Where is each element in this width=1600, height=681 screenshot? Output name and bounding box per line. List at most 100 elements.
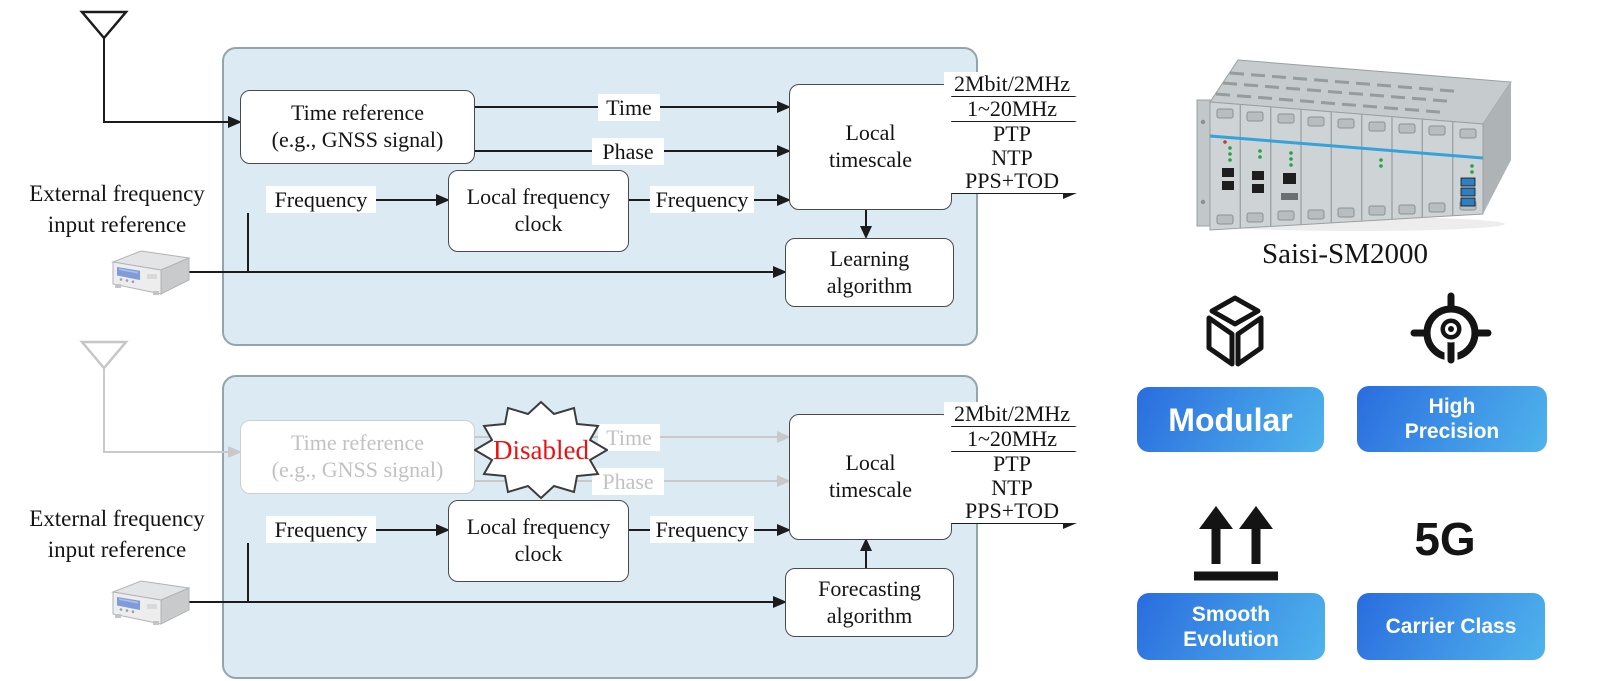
clock-label-line2: clock bbox=[514, 541, 563, 566]
feature-badge-high-precision: High Precision bbox=[1357, 386, 1547, 452]
arrowhead bbox=[228, 116, 242, 128]
frequency-branch-line bbox=[247, 213, 249, 273]
frequency-out-label: Frequency bbox=[650, 186, 754, 213]
output-label: NTP bbox=[944, 476, 1080, 500]
arrowhead bbox=[773, 596, 787, 608]
external-ref-caption: External frequency input reference bbox=[8, 178, 226, 240]
cube-icon bbox=[1206, 295, 1264, 367]
time-reference-box: Time reference (e.g., GNSS signal) bbox=[240, 90, 475, 164]
time-signal-label: Time bbox=[598, 424, 660, 451]
algorithm-label-line2: algorithm bbox=[826, 602, 913, 628]
frequency-in-label: Frequency bbox=[266, 516, 376, 543]
arrowhead bbox=[860, 226, 872, 239]
frequency-in-label: Frequency bbox=[266, 186, 376, 213]
local-frequency-clock-box: Local frequency clock bbox=[448, 170, 629, 252]
frequency-out-label: Frequency bbox=[650, 516, 754, 543]
feature-badge-carrier-class: Carrier Class bbox=[1357, 593, 1545, 660]
external-ref-caption-line2: input reference bbox=[47, 537, 187, 562]
time-signal-label: Time bbox=[598, 94, 660, 121]
disabled-starburst: Disabled bbox=[473, 400, 609, 500]
feature-label-line2: Precision bbox=[1404, 420, 1500, 443]
disabled-label: Disabled bbox=[493, 434, 589, 465]
output-label: NTP bbox=[944, 146, 1080, 170]
product-photo bbox=[1196, 59, 1512, 231]
output-line bbox=[950, 522, 1063, 524]
double-up-arrows-icon bbox=[1194, 506, 1278, 581]
timescale-to-algorithm-line bbox=[865, 208, 867, 226]
feature-label-line1: High bbox=[1428, 395, 1476, 418]
external-ref-line bbox=[188, 271, 773, 273]
algorithm-to-timescale-line bbox=[865, 551, 867, 569]
arrowhead bbox=[228, 446, 242, 458]
time-reference-label-line1: Time reference bbox=[291, 100, 424, 126]
timescale-label-line1: Local bbox=[845, 450, 896, 476]
5g-icon-text: 5G bbox=[1414, 513, 1476, 565]
frequency-out-line-b bbox=[754, 199, 777, 201]
phase-signal-label: Phase bbox=[592, 138, 664, 165]
clock-label-line1: Local frequency bbox=[466, 184, 611, 210]
arrowhead bbox=[860, 538, 872, 551]
output-label: PPS+TOD bbox=[944, 499, 1080, 523]
time-reference-label-line2: (e.g., GNSS signal) bbox=[271, 457, 444, 482]
output-label: 1~20MHz bbox=[944, 427, 1080, 451]
arrowhead bbox=[777, 101, 791, 113]
antenna-to-timeref-line bbox=[103, 451, 228, 453]
antenna-to-timeref-line bbox=[103, 121, 228, 123]
arrowhead bbox=[777, 194, 791, 206]
local-timescale-box: Local timescale bbox=[789, 84, 952, 210]
output-label: PPS+TOD bbox=[944, 169, 1080, 193]
output-label: 2Mbit/2MHz bbox=[944, 72, 1080, 96]
arrowhead bbox=[777, 475, 791, 487]
local-frequency-clock-box: Local frequency clock bbox=[448, 500, 629, 582]
frequency-out-line-b bbox=[754, 529, 777, 531]
time-reference-box-disabled: Time reference (e.g., GNSS signal) bbox=[240, 420, 475, 494]
frequency-reference-device-icon bbox=[111, 250, 191, 295]
feature-badge-modular: Modular bbox=[1137, 387, 1324, 452]
frequency-branch-line bbox=[247, 543, 249, 603]
output-label: 2Mbit/2MHz bbox=[944, 402, 1080, 426]
output-line bbox=[950, 192, 1063, 194]
frequency-out-line-a bbox=[627, 199, 650, 201]
antenna-feed-line bbox=[103, 366, 105, 452]
frequency-reference-device-icon bbox=[111, 580, 191, 625]
antenna-feed-line bbox=[103, 36, 105, 122]
arrowhead bbox=[777, 431, 791, 443]
external-ref-caption-line1: External frequency bbox=[29, 506, 205, 531]
external-ref-line bbox=[188, 601, 773, 603]
arrowhead bbox=[777, 524, 791, 536]
forecasting-algorithm-box: Forecasting algorithm bbox=[785, 568, 954, 637]
algorithm-label-line2: algorithm bbox=[826, 272, 913, 298]
feature-label-line2: Evolution bbox=[1183, 627, 1279, 651]
clock-label-line1: Local frequency bbox=[466, 514, 611, 540]
antenna-icon-disabled bbox=[79, 340, 129, 370]
output-line bbox=[950, 120, 1063, 122]
product-name: Saisi-SM2000 bbox=[1262, 238, 1428, 270]
arrowhead bbox=[773, 266, 787, 278]
time-reference-label-line2: (e.g., GNSS signal) bbox=[271, 127, 444, 152]
local-timescale-box: Local timescale bbox=[789, 414, 952, 540]
frequency-out-line-a bbox=[627, 529, 650, 531]
time-reference-label-line1: Time reference bbox=[291, 430, 424, 456]
learning-algorithm-box: Learning algorithm bbox=[785, 238, 954, 307]
phase-signal-label: Phase bbox=[592, 468, 664, 495]
output-line bbox=[950, 95, 1063, 97]
feature-label: Carrier Class bbox=[1385, 615, 1517, 638]
antenna-icon bbox=[79, 10, 129, 40]
timescale-label-line1: Local bbox=[845, 120, 896, 146]
frequency-in-line bbox=[376, 529, 436, 531]
algorithm-label-line1: Learning bbox=[829, 245, 910, 271]
feature-label: Modular bbox=[1168, 401, 1293, 438]
arrowhead bbox=[436, 194, 450, 206]
feature-badge-smooth-evolution: Smooth Evolution bbox=[1137, 593, 1325, 660]
output-label: PTP bbox=[944, 452, 1080, 476]
timescale-label-line2: timescale bbox=[828, 147, 913, 172]
timescale-label-line2: timescale bbox=[828, 477, 913, 502]
arrowhead bbox=[436, 524, 450, 536]
clock-label-line2: clock bbox=[514, 211, 563, 236]
arrowhead bbox=[777, 145, 791, 157]
precision-target-icon bbox=[1410, 292, 1492, 364]
output-line bbox=[950, 450, 1063, 452]
external-ref-caption: External frequency input reference bbox=[8, 503, 226, 565]
output-label: 1~20MHz bbox=[944, 97, 1080, 121]
